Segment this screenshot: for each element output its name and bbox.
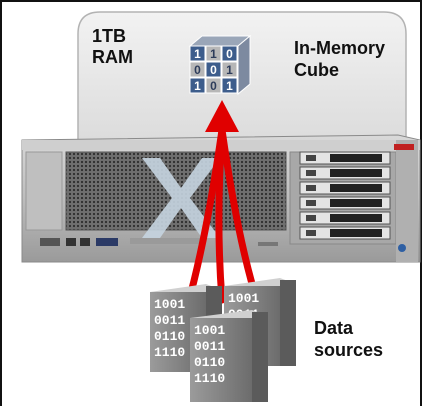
arrowhead-icon — [205, 100, 239, 132]
building-digits: 1001 — [194, 323, 225, 338]
cube-cell — [189, 77, 206, 94]
cube-cell — [205, 77, 222, 94]
frame-border-left — [0, 0, 2, 406]
building-digits: 1001 — [154, 297, 185, 312]
cube-digit: 0 — [210, 63, 217, 77]
cube-label-line1: In-Memory — [294, 38, 386, 58]
cube-cell — [205, 61, 222, 78]
cube-digit: 1 — [226, 79, 233, 93]
building-digits: 1110 — [194, 371, 225, 386]
cube-cell — [221, 45, 238, 62]
ram-label-line2: RAM — [92, 47, 133, 67]
drive-bays — [299, 151, 391, 240]
cube-digit: 0 — [226, 47, 233, 61]
cube-digit: 1 — [194, 47, 201, 61]
frame-border-right — [420, 0, 422, 406]
cube-cell — [189, 61, 206, 78]
cube-digit: 0 — [210, 79, 217, 93]
data-sources-label-line1: Data — [314, 318, 354, 338]
cube-cell — [189, 45, 206, 62]
building-digits: 1110 — [154, 345, 185, 360]
cube-label-line2: Cube — [294, 60, 339, 80]
ram-label-line1: 1TB — [92, 26, 127, 46]
cube-cell — [221, 77, 238, 94]
building-digits: 0110 — [154, 329, 185, 344]
front-ports — [40, 238, 406, 252]
data-sources-icon: 1001001101101110100100110110111010010011… — [150, 278, 296, 402]
building-digits: 0011 — [194, 339, 225, 354]
cube-digit: 1 — [226, 63, 233, 77]
building-digits: 1001 — [228, 291, 259, 306]
building-digits: 0110 — [194, 355, 225, 370]
data-sources-label-line2: sources — [314, 340, 384, 360]
cube-digit: 0 — [194, 63, 201, 77]
cube-cell — [205, 45, 222, 62]
cube-digit: 1 — [210, 47, 217, 61]
server-x-logo — [142, 158, 220, 238]
building-digits: 0011 — [154, 313, 185, 328]
frame-border-top — [0, 0, 422, 2]
cube-digit: 1 — [194, 79, 201, 93]
cube-cell — [221, 61, 238, 78]
